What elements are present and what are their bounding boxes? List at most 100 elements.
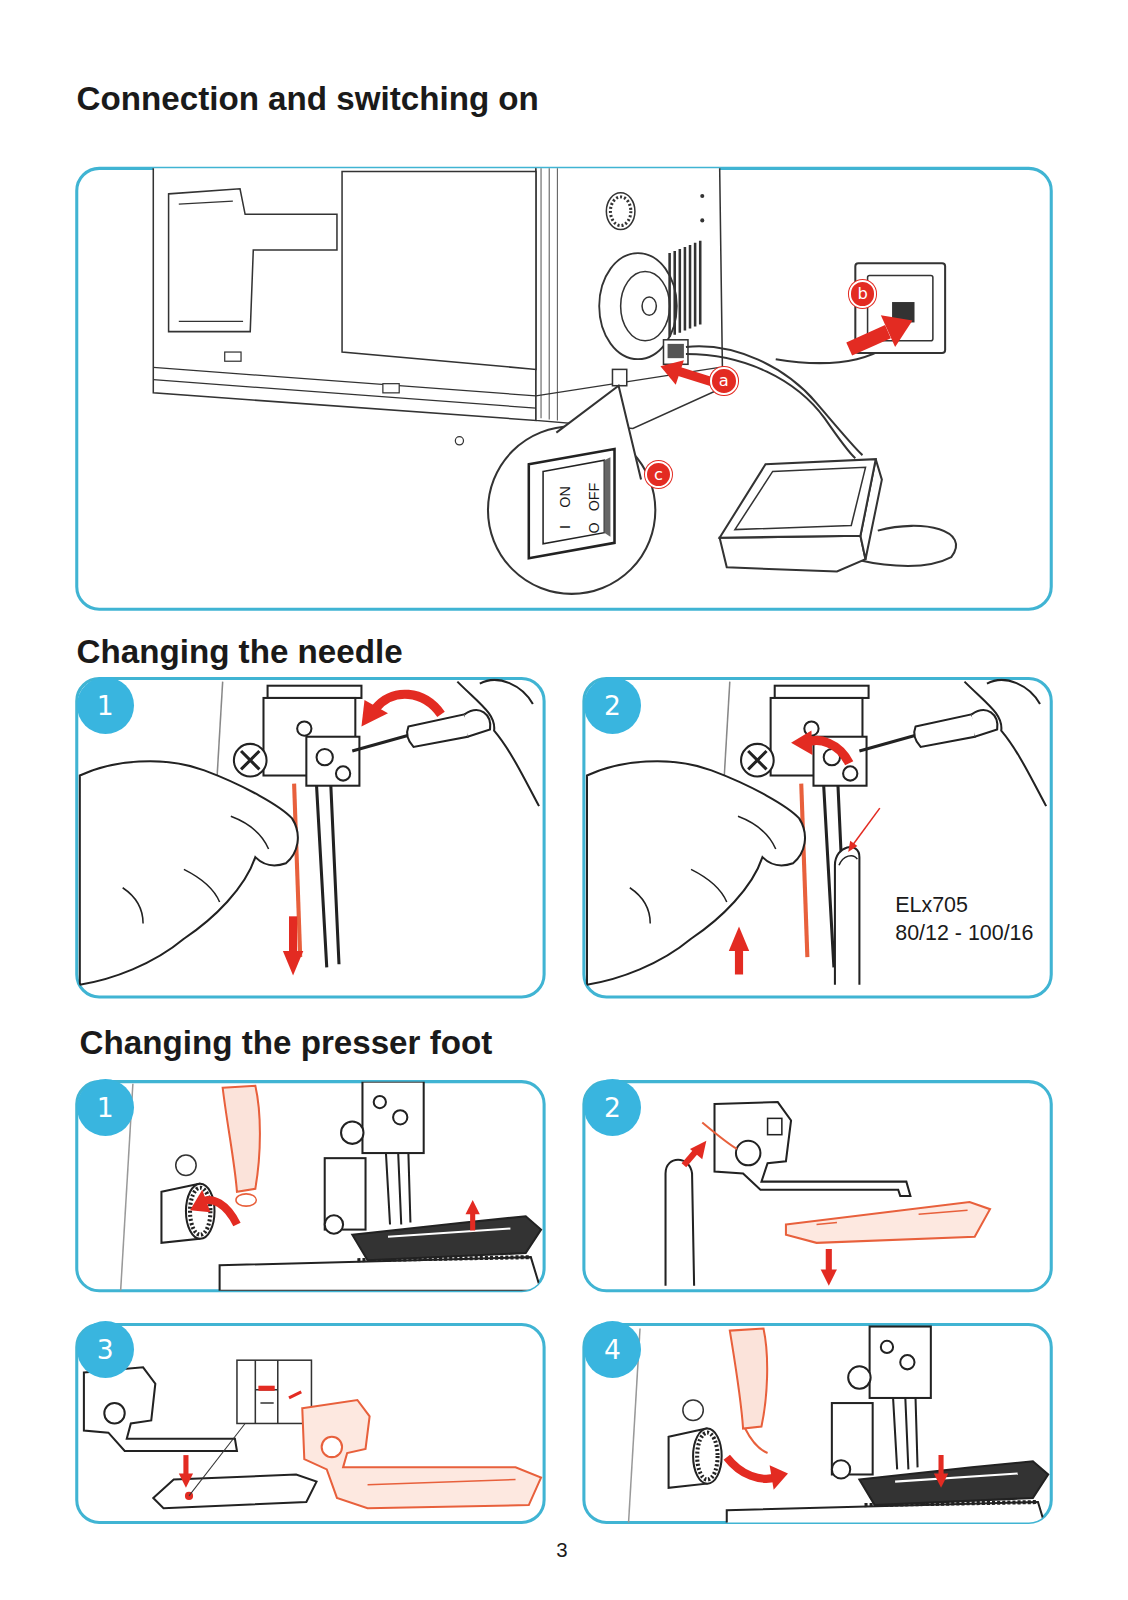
callout-text: 2 — [604, 690, 621, 721]
letter-callout: a — [710, 367, 738, 395]
step-number: 2 — [584, 677, 641, 734]
red-arrow-head — [821, 1269, 837, 1285]
presser-step-4 — [628, 1327, 1048, 1523]
holder-pivot — [104, 1403, 124, 1423]
panel-frame — [584, 1082, 1051, 1291]
red-arrow-head — [361, 700, 388, 727]
holder-pivot — [736, 1141, 760, 1165]
foot — [455, 437, 463, 445]
pedal-front — [720, 536, 866, 572]
plug — [668, 344, 684, 358]
foot-holder — [715, 1102, 911, 1196]
red-arrow-head — [770, 1465, 788, 1489]
machine — [153, 168, 722, 445]
panel-frame — [584, 679, 1051, 997]
red-arrow — [183, 1455, 188, 1475]
callout-text: c — [654, 465, 663, 484]
red-arrow-head — [934, 1473, 948, 1487]
power-switch — [612, 369, 626, 385]
red-arrow — [470, 1212, 475, 1230]
red-arrow-head — [729, 927, 749, 951]
needle-scene — [80, 680, 539, 985]
lever-tip — [236, 1194, 256, 1206]
machine-front — [153, 168, 536, 420]
foot-holder — [84, 1367, 237, 1451]
switch-mark: O — [587, 522, 601, 533]
detail-inset — [237, 1360, 311, 1423]
needle-closeup — [835, 847, 859, 985]
callout-text: 3 — [97, 1334, 114, 1365]
lifter-lever — [730, 1329, 767, 1429]
machine-side — [536, 168, 723, 428]
red-arrow — [684, 1151, 696, 1165]
presser-step-1 — [121, 1082, 541, 1291]
red-curved-arrow — [806, 741, 849, 764]
presser-foot — [153, 1474, 316, 1508]
switch-mark: OFF — [587, 483, 601, 512]
red-arrow — [849, 332, 888, 349]
step-number: 2 — [584, 1079, 641, 1136]
inset-arrow — [289, 1392, 301, 1398]
small-knob — [606, 193, 635, 230]
letter-callout: b — [849, 280, 877, 308]
power-socket — [663, 340, 687, 364]
needle-sizes: 80/12 - 100/16 — [895, 923, 1033, 944]
release-lever — [702, 1122, 737, 1149]
base-lines — [153, 367, 719, 408]
red-arrow-head — [179, 1473, 193, 1487]
red-curved-arrow — [376, 694, 441, 714]
red-arrow — [938, 1455, 943, 1475]
section-heading: Connection and switching on — [77, 82, 539, 115]
leader-line — [189, 1423, 245, 1495]
needle-model: ELx705 — [895, 895, 968, 916]
leader-head — [848, 841, 857, 852]
red-arrow-head — [283, 951, 303, 975]
presser-scene — [121, 1082, 541, 1291]
red-arrow — [826, 1249, 832, 1271]
step-number: 1 — [77, 677, 134, 734]
holder-pivot — [322, 1437, 342, 1457]
dot — [700, 218, 704, 222]
knob-grooves — [610, 197, 630, 226]
callout-text: a — [719, 371, 729, 390]
inset-mark — [258, 1386, 274, 1391]
holder-slot — [768, 1118, 782, 1134]
handwheel-inner — [621, 271, 670, 340]
switch-mark: ON — [557, 486, 571, 507]
edge-lines — [541, 168, 557, 420]
needle-flat — [839, 856, 857, 866]
red-arrow — [735, 947, 743, 975]
step-number: 3 — [77, 1321, 134, 1378]
needle-step-2 — [587, 680, 1046, 985]
panel-frame — [77, 679, 544, 997]
recess-lines — [179, 201, 243, 321]
callout-text: 1 — [97, 690, 114, 721]
red-arrow — [289, 916, 297, 954]
step-number: 1 — [77, 1079, 134, 1136]
red-arrow-head — [660, 360, 683, 384]
lever-tip — [745, 1429, 767, 1453]
switch-mark: I — [557, 525, 571, 529]
panel-frame — [77, 1082, 544, 1291]
red-arrow — [679, 371, 712, 381]
section-heading: Changing the needle — [77, 635, 403, 668]
red-arrow-head — [881, 315, 913, 347]
switch-shade — [604, 457, 610, 537]
red-arrow-head — [791, 731, 812, 755]
callout-text: 4 — [604, 1334, 621, 1365]
slot — [225, 352, 241, 361]
leader-line — [851, 808, 880, 847]
foot-detail — [368, 1480, 516, 1485]
cord — [686, 354, 855, 458]
red-arrow-head — [190, 1190, 210, 1212]
red-arrow-head — [466, 1200, 480, 1214]
presser-scene — [628, 1327, 1048, 1523]
needle-step-1 — [80, 680, 539, 985]
pedal-top — [720, 459, 876, 538]
step-number: 4 — [584, 1321, 641, 1378]
callout-text: 2 — [604, 1092, 621, 1123]
page-number: 3 — [556, 1540, 567, 1560]
switch-rocker — [543, 460, 604, 544]
assembled-foot — [302, 1400, 541, 1508]
